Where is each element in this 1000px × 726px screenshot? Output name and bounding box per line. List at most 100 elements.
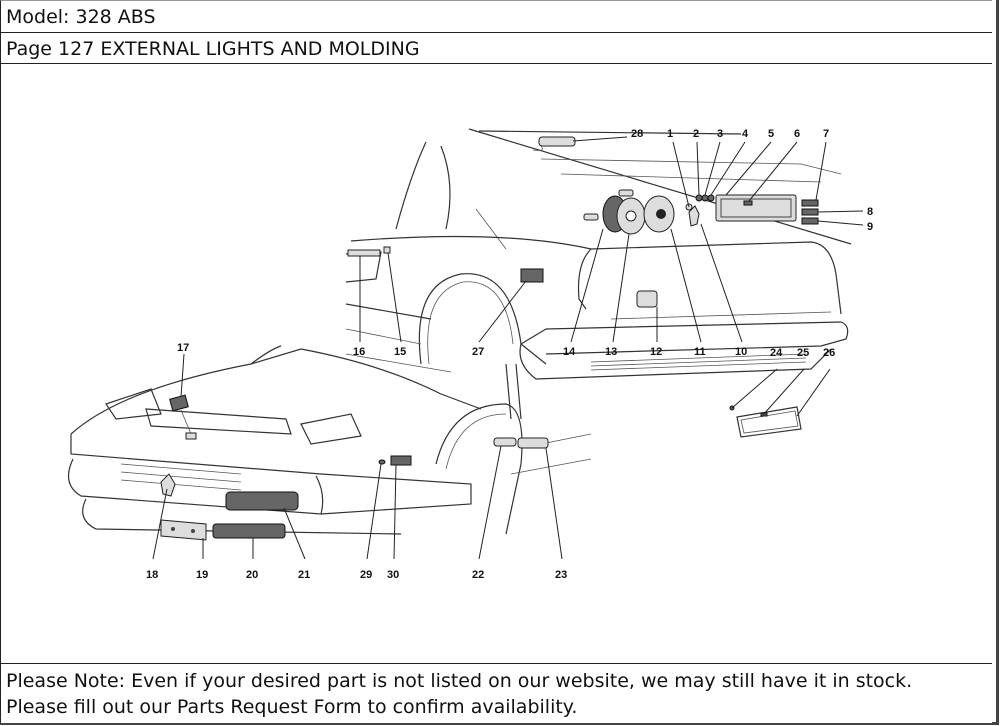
leader-23 [545,447,563,560]
callout-20[interactable]: 20 [246,569,258,581]
grille-bar [120,471,242,483]
side-molding [345,328,422,345]
callout-18[interactable]: 18 [146,569,158,581]
callout-labels: 28 1 2 3 4 5 6 7 8 9 10 11 12 13 14 15 1… [146,128,873,581]
leader-3 [704,141,721,196]
leader-22 [478,445,502,560]
callout-3[interactable]: 3 [717,128,723,140]
callout-28[interactable]: 28 [631,128,643,140]
callout-1[interactable]: 1 [667,128,673,140]
hood-vent-right [300,413,362,445]
nut [695,194,703,202]
bumper-line [610,311,832,320]
molding-clip [383,246,391,254]
callout-21[interactable]: 21 [298,569,310,581]
plate-frame-inner [740,410,799,434]
callout-9[interactable]: 9 [867,221,873,233]
leader-4 [710,141,746,196]
rear-body [577,248,592,310]
callout-25[interactable]: 25 [797,347,809,359]
side-lamp-housing [517,437,549,449]
rear-car-drawing [345,128,852,380]
side-lamp-bulb [493,437,517,447]
callout-11[interactable]: 11 [694,346,706,358]
callout-7[interactable]: 7 [823,128,829,140]
leader-9 [817,220,864,226]
valance-molding [590,357,807,367]
callout-12[interactable]: 12 [650,346,662,358]
leader-24 [731,368,778,409]
front-spoiler [82,498,402,535]
leader-17 [180,353,185,398]
license-plate-recess [720,198,792,218]
callout-23[interactable]: 23 [555,569,567,581]
emblem-gtb [801,208,819,216]
leader-5 [725,141,772,196]
a-pillar [515,363,522,420]
leader-13 [612,233,630,343]
callout-27[interactable]: 27 [472,346,484,358]
bolt [707,194,715,202]
valance-molding [590,353,807,363]
bracket-hole [171,527,175,531]
callout-16[interactable]: 16 [353,346,365,358]
license-plate-frame [715,194,797,222]
plate-bracket [160,519,207,541]
callout-6[interactable]: 6 [794,128,800,140]
hood-panel [145,408,292,435]
leader-26 [796,368,831,417]
parts-diagram-panel: 28 1 2 3 4 5 6 7 8 9 10 11 12 13 14 15 1… [0,63,992,664]
callout-29[interactable]: 29 [360,569,372,581]
leader-8 [817,210,864,213]
front-fascia [70,434,322,475]
leader-14 [570,228,604,343]
callout-19[interactable]: 19 [196,569,208,581]
leader-2 [696,141,700,196]
emblem-mount [185,432,197,440]
side-marker-bulb [583,213,599,221]
third-brake-light [538,136,576,147]
callout-30[interactable]: 30 [387,569,399,581]
washer [701,194,709,202]
plate-lamp [743,200,753,206]
leader-28 [572,136,628,142]
callout-26[interactable]: 26 [823,347,835,359]
front-wheel-arch [435,403,523,535]
windshield-base [250,345,282,365]
callout-4[interactable]: 4 [742,128,749,140]
callout-17[interactable]: 17 [177,342,189,354]
hood-vent-left [105,388,162,420]
tail-light-center [625,210,637,222]
front-wheel-arch-inner [445,413,507,470]
bracket-hole [191,529,195,533]
callout-2[interactable]: 2 [693,128,699,140]
front-horse-badge [160,473,176,497]
page-header: Page 127 EXTERNAL LIGHTS AND MOLDING [0,32,992,64]
side-repeater [390,455,412,466]
emblem-328 [801,199,819,207]
grille-bar [120,479,242,491]
callout-22[interactable]: 22 [472,569,484,581]
leader-29 [366,463,382,560]
leader-6 [748,141,798,202]
front-bumper [67,458,324,515]
callout-8[interactable]: 8 [867,206,873,218]
side-molding [345,303,432,320]
window-pillar [395,141,427,230]
rear-horse-badge [688,205,700,227]
callout-5[interactable]: 5 [768,128,774,140]
repeater-gasket [378,459,386,465]
note-line-2: Please fill out our Parts Request Form t… [6,696,578,718]
license-plate-assembly [729,405,802,438]
rear-deck [590,241,842,315]
callout-15[interactable]: 15 [394,346,406,358]
note-line-1: Please Note: Even if your desired part i… [6,670,913,692]
fog-light [212,523,286,539]
callout-14[interactable]: 14 [563,346,576,358]
emblem-pointer [180,409,192,435]
callout-24[interactable]: 24 [770,347,783,359]
callout-10[interactable]: 10 [735,346,747,358]
hood-emblem [169,394,189,412]
callout-13[interactable]: 13 [605,346,617,358]
